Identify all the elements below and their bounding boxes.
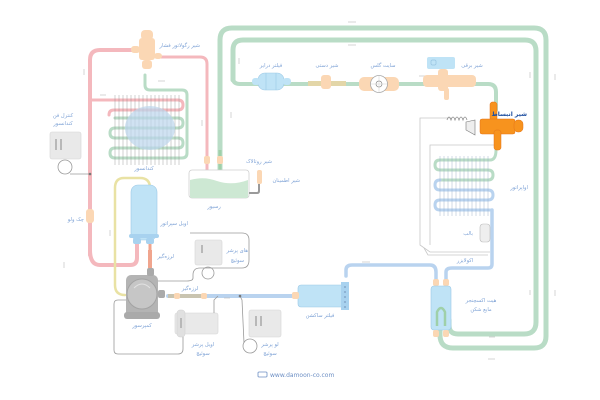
oil-pressure-switch[interactable] [113, 295, 219, 355]
expansion-valve[interactable] [446, 101, 524, 151]
hot-gas-discharge [88, 242, 139, 267]
vibration-eliminator-suction[interactable] [168, 294, 204, 298]
evaporator-fins [439, 156, 489, 216]
label-oil-pressure-switch-line2: سوئیچ [196, 351, 209, 357]
label-condenser-fan-control-line2: کندانسور [52, 121, 73, 127]
label-bulb: بالب [463, 231, 473, 237]
label-equalizer: اکولایزر [456, 258, 473, 264]
condenser-fan-shadow [125, 106, 175, 150]
label-vibration-eliminator-suction: لرزه‌گیر [181, 285, 199, 292]
hot-gas-line-top [156, 55, 209, 177]
suction-filter[interactable] [292, 282, 349, 310]
oil-separator[interactable] [129, 184, 159, 244]
equalizer-line [423, 247, 488, 256]
hot-gas-line-left [88, 48, 137, 257]
label-compressor: کمپرسور [131, 323, 152, 329]
label-receiver: رسیور [206, 204, 221, 210]
high-pressure-switch[interactable] [156, 232, 250, 282]
label-low-pressure-switch-line1: لو پرشر [260, 342, 279, 348]
label-condenser: کندانسور [133, 166, 154, 172]
suction-line-from-evaporator [444, 208, 494, 284]
sight-glass[interactable] [359, 75, 399, 93]
vibration-eliminator-discharge[interactable] [148, 250, 152, 268]
flow-arrows [63, 21, 556, 360]
suction-line-to-filter [344, 263, 438, 284]
label-expansion-valve: شیر انبساط [491, 111, 527, 118]
label-heat-exchanger-line2: مایع شکن [470, 307, 492, 313]
suction-fitting-right [201, 293, 207, 299]
liquid-line-outer [217, 25, 549, 351]
label-filter-drier: فیلتر درایر [259, 63, 283, 69]
label-suction-filter: فیلتر ساکشن [306, 313, 335, 319]
label-heat-exchanger-line1: هیت اکسچنجر [465, 298, 497, 304]
rotalock-valve-outlet[interactable] [217, 156, 223, 164]
label-condenser-fan-control-line1: کنترل فن [53, 113, 74, 119]
solenoid-valve[interactable] [423, 57, 476, 100]
liquid-line-to-valve [231, 76, 498, 112]
safety-valve[interactable] [249, 170, 262, 194]
label-check-valve: چک ولو [67, 216, 84, 223]
label-oil-separator: اویل سپراتور [159, 221, 188, 227]
condenser-fan-control[interactable] [49, 131, 92, 176]
label-vibration-eliminator-discharge: لرزه‌گیر [156, 253, 174, 260]
label-oil-pressure-switch-line1: اویل پرشر [191, 342, 214, 348]
evaporator-housing [419, 117, 500, 253]
hot-gas-to-condenser [90, 98, 185, 117]
label-high-pressure-switch-line2: سوئیچ [231, 258, 244, 264]
company-logo-icon [257, 371, 268, 378]
label-high-pressure-switch-line1: های پرشر [225, 248, 248, 254]
rotalock-valve-inlet[interactable] [204, 156, 210, 164]
pressure-regulator-valve[interactable] [131, 30, 162, 69]
receiver[interactable] [188, 169, 250, 199]
evaporator-coil [433, 148, 498, 182]
footer: www.damoon-co.com [257, 371, 334, 379]
check-valve[interactable] [86, 209, 94, 223]
heat-exchanger[interactable] [430, 279, 452, 337]
capillary-coil-icon [446, 116, 468, 122]
label-evaporator: اواپراتور [509, 185, 528, 191]
label-solenoid-valve: شیر برقی [461, 63, 483, 69]
label-low-pressure-switch-line2: سوئیچ [263, 351, 276, 357]
label-safety-valve: شیر اطمینان [272, 178, 300, 184]
label-pressure-regulator-valve: شیر رگولاتور فشار [158, 42, 200, 49]
compressor[interactable] [124, 268, 165, 319]
liquid-line-inner [230, 37, 539, 337]
label-manual-valve: شیر دستی [316, 63, 339, 69]
low-pressure-switch[interactable] [238, 294, 282, 354]
filter-drier[interactable] [252, 72, 291, 91]
bulb[interactable] [479, 223, 491, 243]
evaporator-coil-lower [433, 178, 495, 212]
footer-url[interactable]: www.damoon-co.com [270, 372, 334, 379]
label-sight-glass: سایت گلس [371, 62, 396, 69]
oil-return-line [113, 176, 152, 297]
suction-fitting-left [174, 293, 180, 299]
manual-valve[interactable] [308, 75, 346, 89]
condenser-coil [108, 73, 189, 160]
label-rotalock-valve: شیر روتالاک [246, 158, 272, 165]
